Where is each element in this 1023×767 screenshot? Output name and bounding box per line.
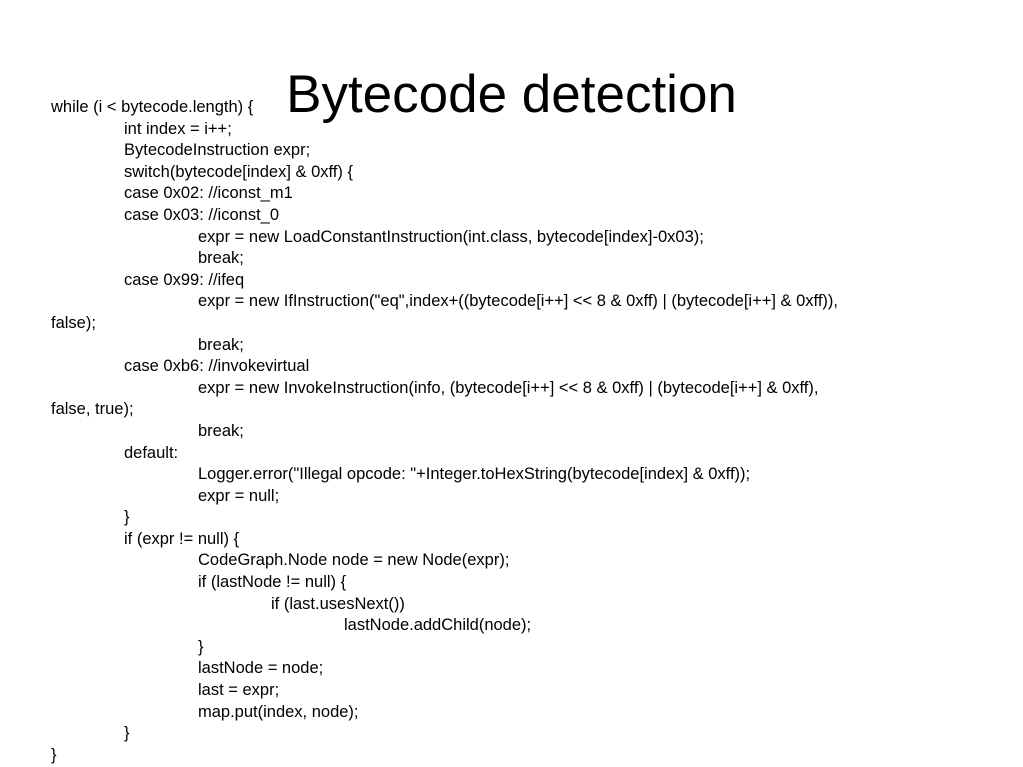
code-line: case 0x99: //ifeq: [124, 270, 245, 289]
code-line: expr = new LoadConstantInstruction(int.c…: [198, 227, 704, 246]
code-line: false, true);: [51, 400, 134, 419]
slide-title: Bytecode detection: [286, 65, 737, 124]
code-line: while (i < bytecode.length) {: [51, 98, 254, 116]
code-line: int index = i++;: [124, 119, 232, 138]
code-block: while (i < bytecode.length) { int index =…: [51, 97, 991, 766]
code-line: expr = new InvokeInstruction(info, (byte…: [198, 378, 819, 397]
code-line: case 0xb6: //invokevirtual: [124, 357, 310, 376]
code-line: case 0x03: //iconst_0: [124, 205, 280, 224]
code-line: lastNode.addChild(node);: [344, 616, 532, 635]
code-line: break;: [198, 335, 244, 354]
code-line: case 0x02: //iconst_m1: [124, 184, 293, 203]
code-line: BytecodeInstruction expr;: [124, 141, 311, 160]
code-line: map.put(index, node);: [198, 702, 359, 721]
code-line: break;: [198, 249, 244, 268]
code-line: last = expr;: [198, 681, 280, 700]
code-line: expr = null;: [198, 486, 280, 505]
code-line: false);: [51, 313, 96, 332]
code-line: if (lastNode != null) {: [198, 573, 347, 592]
code-line: }: [51, 745, 57, 764]
code-line: if (last.usesNext()): [271, 594, 405, 613]
code-line: }: [124, 508, 130, 527]
code-line: }: [124, 724, 130, 743]
code-line: default:: [124, 443, 179, 462]
code-line: if (expr != null) {: [124, 529, 240, 548]
code-line: switch(bytecode[index] & 0xff) {: [124, 162, 353, 181]
code-line: break;: [198, 421, 244, 440]
code-line: expr = new IfInstruction("eq",index+((by…: [198, 292, 838, 311]
code-line: Logger.error("Illegal opcode: "+Integer.…: [198, 465, 751, 484]
code-line: }: [198, 637, 204, 656]
code-line: lastNode = node;: [198, 659, 324, 678]
code-line: CodeGraph.Node node = new Node(expr);: [198, 551, 510, 570]
